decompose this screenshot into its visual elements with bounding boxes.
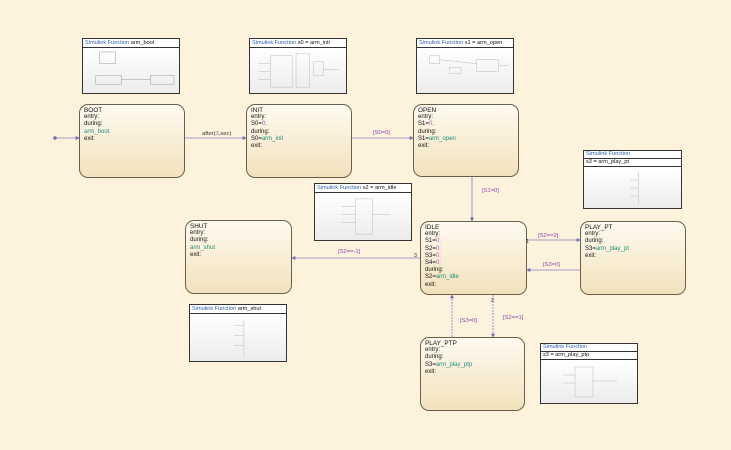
during-action: arm_shut: [190, 244, 216, 251]
state-title: IDLE: [425, 224, 440, 231]
label-idle-play-ptp[interactable]: [S2==1]: [503, 315, 524, 321]
state-title: SHUT: [190, 223, 208, 230]
during-action: S2=arm_idle: [425, 274, 459, 281]
block-diagram-thumbnail: [95, 51, 175, 85]
exit-label: exit:: [585, 252, 597, 259]
entry-action: S1=0;: [425, 238, 441, 245]
during-action: arm_boot: [84, 128, 110, 135]
state-title: PLAY_PTP: [425, 340, 457, 347]
block-diagram-thumbnail: [429, 55, 509, 74]
block-diagram-thumbnail: [341, 198, 391, 235]
default-transition-dot[interactable]: [53, 136, 57, 140]
state-play-pt[interactable]: PLAY_PT entry: during: S3=arm_play_pt ex…: [580, 221, 686, 295]
exit-label: exit:: [418, 143, 430, 150]
entry-label: entry:: [251, 114, 267, 121]
entry-label: entry:: [425, 231, 441, 238]
block-diagram-thumbnail: [258, 53, 340, 88]
label-idle-shut[interactable]: [S2==-1]: [338, 249, 361, 255]
during-label: during:: [425, 267, 444, 274]
simulink-function-arm-idle[interactable]: Simulink Function s2 = arm_idle: [314, 183, 412, 241]
function-preview: [190, 314, 286, 361]
function-preview: [83, 48, 179, 93]
during-label: during:: [84, 121, 103, 128]
function-preview: [315, 193, 411, 240]
priority-1: 1: [526, 239, 529, 245]
label-play-pt-idle[interactable]: [S3=0]: [543, 262, 560, 268]
state-title: BOOT: [84, 107, 103, 114]
entry-label: entry:: [84, 114, 100, 121]
function-preview: [584, 168, 681, 208]
entry-action: S0=0;: [251, 121, 267, 128]
state-init[interactable]: INIT entry: S0=0; during: S0=arm_init ex…: [246, 104, 352, 178]
state-title: OPEN: [418, 107, 437, 114]
priority-2: 2: [491, 298, 494, 304]
during-action: S1=arm_open: [418, 135, 456, 142]
during-label: during:: [425, 354, 444, 361]
during-action: S3=arm_play_pt: [585, 245, 629, 252]
during-label: during:: [585, 238, 604, 245]
during-label: during:: [418, 128, 437, 135]
entry-label: entry:: [585, 231, 601, 238]
during-label: during:: [251, 128, 270, 135]
entry-label: entry:: [425, 347, 441, 354]
block-diagram-thumbnail: [234, 319, 245, 358]
simulink-function-arm-play-ptp[interactable]: Simulink Function s3 = arm_play_ptp: [540, 343, 638, 404]
exit-label: exit:: [190, 251, 202, 258]
state-title: PLAY_PT: [585, 224, 613, 231]
entry-action: S1=0;: [418, 121, 434, 128]
exit-label: exit:: [84, 135, 96, 142]
entry-label: entry:: [418, 114, 434, 121]
label-open-idle[interactable]: [S1=0]: [482, 188, 499, 194]
state-idle[interactable]: IDLE entry: S1=0; S2=0; S3=0; S4=0; duri…: [420, 221, 527, 295]
exit-label: exit:: [425, 368, 437, 375]
entry-action: S2=0;: [425, 245, 441, 252]
block-diagram-thumbnail: [630, 172, 639, 204]
state-play-ptp[interactable]: PLAY_PTP entry: during: S3=arm_play_ptp …: [420, 337, 525, 411]
state-open[interactable]: OPEN entry: S1=0; during: S1=arm_open ex…: [413, 104, 519, 177]
label-idle-play-pt[interactable]: [S2==2]: [538, 233, 559, 239]
simulink-function-arm-init[interactable]: Simulink Function s0 = arm_init: [249, 38, 347, 94]
label-boot-init[interactable]: after(3,sec): [202, 131, 231, 137]
entry-action: S3=0;: [425, 252, 441, 259]
simulink-function-arm-shut[interactable]: Simulink Function arm_shut: [189, 304, 287, 362]
label-init-open[interactable]: [S0=0]: [373, 130, 390, 136]
simulink-function-arm-open[interactable]: Simulink Function s1 = arm_open: [416, 38, 514, 94]
during-action: S0=arm_init: [251, 135, 284, 142]
function-preview: [541, 361, 637, 403]
function-preview: [250, 48, 346, 93]
state-boot[interactable]: BOOT entry: during: arm_boot exit:: [79, 104, 185, 178]
state-shut[interactable]: SHUT entry: during: arm_shut exit:: [185, 220, 292, 294]
entry-label: entry:: [190, 230, 206, 237]
function-preview: [417, 48, 513, 93]
priority-3: 3: [414, 253, 417, 259]
label-play-ptp-idle[interactable]: [S3=0]: [460, 318, 477, 324]
during-action: S3=arm_play_ptp: [425, 361, 473, 368]
entry-action: S4=0;: [425, 260, 441, 267]
simulink-function-arm-boot[interactable]: Simulink Function arm_boot: [82, 38, 180, 94]
exit-label: exit:: [251, 143, 263, 150]
exit-label: exit:: [425, 281, 437, 288]
block-diagram-thumbnail: [563, 366, 617, 398]
simulink-function-arm-play-pt[interactable]: Simulink Function s3 = arm_play_pt: [583, 150, 682, 209]
during-label: during:: [190, 237, 209, 244]
state-title: INIT: [251, 107, 264, 114]
